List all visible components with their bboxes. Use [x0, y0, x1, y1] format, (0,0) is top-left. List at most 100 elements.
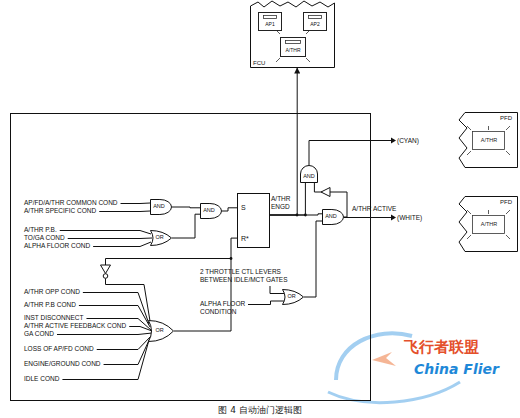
input-signal: A/THR OPP COND: [24, 288, 80, 296]
pfd-display: PFDA/THR: [455, 196, 518, 252]
cyan-output-wire: [309, 141, 391, 166]
indicator-light: [264, 16, 277, 19]
inverter-bubble: [103, 274, 108, 279]
button-label: AP2: [304, 22, 326, 27]
pushbutton: AP2: [303, 12, 327, 31]
signal-name: ALPHA FLOOR CONDITION: [200, 300, 252, 316]
flash-marks: [467, 210, 510, 239]
input-signal: LOSS OF AP/FD COND: [24, 345, 94, 353]
gate-symbol: [151, 231, 172, 246]
gate-label: AND: [153, 204, 165, 210]
gate-symbol: [283, 290, 304, 305]
input-wire: [93, 242, 151, 247]
annunciator-text: A/THR: [473, 132, 505, 150]
panel-name: FCU: [253, 60, 265, 66]
annunciator-text: A/THR: [473, 216, 505, 234]
display-border: [459, 113, 518, 168]
input-signal: A/THR ACTIVE FEEDBACK COND: [24, 322, 126, 330]
input-signal: ENGINE/GROUND COND: [24, 360, 101, 368]
figure-caption: 图 4 自动油门逻辑图: [0, 404, 520, 416]
input-signal: INST DISCONNECT: [24, 314, 83, 322]
watermark: 飞行者联盟: [404, 338, 479, 356]
or-gate: OR: [282, 289, 304, 305]
color-note: (CYAN): [397, 137, 419, 145]
panel-border: [251, 1, 335, 68]
display-border: [459, 197, 518, 252]
button-label: A/THR: [281, 48, 305, 53]
inverter-symbol: [101, 265, 111, 274]
gate-symbol: [323, 210, 344, 225]
arrowhead: [391, 215, 396, 221]
gate-symbol: [149, 321, 174, 342]
button-light: [281, 38, 305, 56]
gate-label: AND: [203, 208, 215, 214]
connector: [222, 208, 237, 211]
or-gate: OR: [148, 320, 174, 342]
color-note: (WHITE): [397, 214, 422, 222]
input-signal: GA COND: [24, 330, 54, 338]
annunciator-box: [473, 132, 505, 150]
input-wire: [97, 336, 151, 350]
pushbutton: A/THR: [280, 37, 306, 57]
button-label: AP1: [259, 22, 281, 27]
indicator-light: [286, 41, 301, 44]
signal-name: A/THR ACTIVE: [352, 205, 396, 213]
indicator-light: [309, 16, 322, 19]
input-wire: [60, 231, 151, 235]
input-signal: AP/FD/A/THR COMMON COND: [24, 199, 118, 207]
fcu-panel: FCU AP1 AP2A/THR: [250, 0, 335, 68]
connector: [270, 68, 297, 215]
alpha-floor-wire: [248, 301, 284, 305]
gate-symbol: [151, 200, 172, 215]
input-signal: A/THR SPECIFIC COND: [24, 207, 96, 215]
display-name: PFD: [500, 115, 512, 121]
or-gate: OR: [150, 230, 172, 246]
input-signal: ALPHA FLOOR COND: [24, 242, 90, 250]
inverter-wire: [106, 259, 232, 266]
input-signal: IDLE COND: [24, 375, 59, 383]
white-output-wire: [344, 217, 391, 218]
gate-label: OR: [287, 294, 295, 300]
connector: [174, 238, 237, 331]
panel-outline: [250, 0, 335, 68]
flash-marks: [467, 126, 510, 155]
watermark-swoosh: [328, 382, 460, 403]
input-wire: [99, 211, 150, 213]
annunciator-box: [473, 216, 505, 234]
connector: [304, 221, 322, 297]
gate-symbol: [201, 204, 222, 219]
gate-symbol: [301, 166, 318, 183]
connector: [172, 207, 200, 209]
input-wire: [121, 203, 150, 205]
input-wire: [68, 238, 152, 240]
connector: [172, 214, 200, 238]
watermark-plane: [372, 352, 396, 366]
lever-wire: [270, 286, 284, 294]
arrowhead: [391, 138, 396, 144]
and-gate: AND: [150, 199, 172, 215]
signal-name: A/THR ENGD: [271, 195, 293, 211]
gate-label: AND: [303, 174, 315, 180]
input-signal: TO/GA COND: [24, 234, 65, 242]
input-signal: A/THR P.B COND: [24, 301, 76, 309]
flip-flop: S R*: [237, 193, 270, 248]
watermark-swoosh: [336, 333, 412, 380]
set-input: S: [241, 204, 246, 211]
input-wire: [129, 327, 152, 332]
gate-label: AND: [325, 214, 337, 220]
pushbutton: AP1: [258, 12, 282, 31]
and-gate: AND: [300, 165, 318, 183]
input-wire: [57, 333, 152, 335]
gate-label: OR: [155, 328, 163, 334]
system-frame: [11, 114, 371, 401]
signal-name: 2 THROTTLE CTL LEVERS BETWEEN IDLE/MCT G…: [200, 268, 300, 284]
and-gate: AND: [322, 209, 344, 225]
watermark: China Flier: [414, 361, 499, 378]
pfd-display: PFD A/THR: [455, 112, 518, 168]
connector: [270, 183, 305, 215]
reset-input: R*: [241, 235, 249, 242]
and-gate: AND: [200, 203, 222, 219]
flash-marks: [276, 30, 310, 62]
gate-label: OR: [155, 235, 163, 241]
